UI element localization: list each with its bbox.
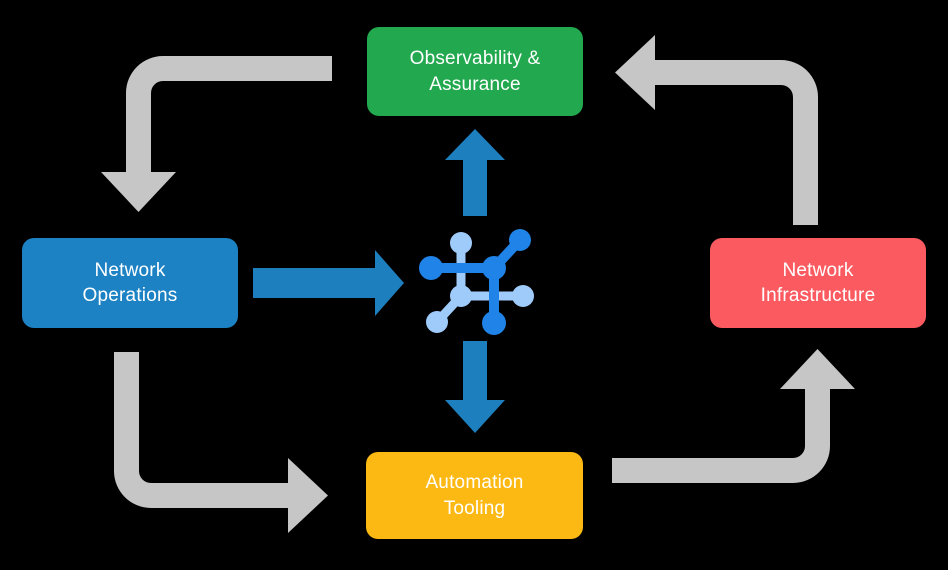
node-observability-assurance-label: Observability & Assurance xyxy=(409,48,541,95)
node-observability-assurance[interactable]: Observability & Assurance xyxy=(367,27,583,116)
node-automation-tooling-label: Automation Tooling xyxy=(425,472,524,519)
node-automation-tooling[interactable]: Automation Tooling xyxy=(366,452,583,539)
flow-arrow-automation-to-infrastructure xyxy=(612,349,855,483)
node-network-infrastructure-label: Network Infrastructure xyxy=(760,259,876,306)
accent-arrow-operations-to-center xyxy=(253,250,404,316)
flow-arrow-infrastructure-to-observability xyxy=(615,35,818,225)
node-network-operations-label: Network Operations xyxy=(82,259,178,306)
accent-arrow-center-to-automation xyxy=(445,341,505,433)
accent-arrow-center-to-observability xyxy=(445,129,505,216)
node-network-infrastructure[interactable]: Network Infrastructure xyxy=(710,238,926,328)
network-topology-icon xyxy=(419,229,534,335)
flow-arrow-observability-to-operations xyxy=(101,56,332,212)
flow-arrow-operations-to-automation xyxy=(114,352,328,533)
node-network-operations[interactable]: Network Operations xyxy=(22,238,238,328)
